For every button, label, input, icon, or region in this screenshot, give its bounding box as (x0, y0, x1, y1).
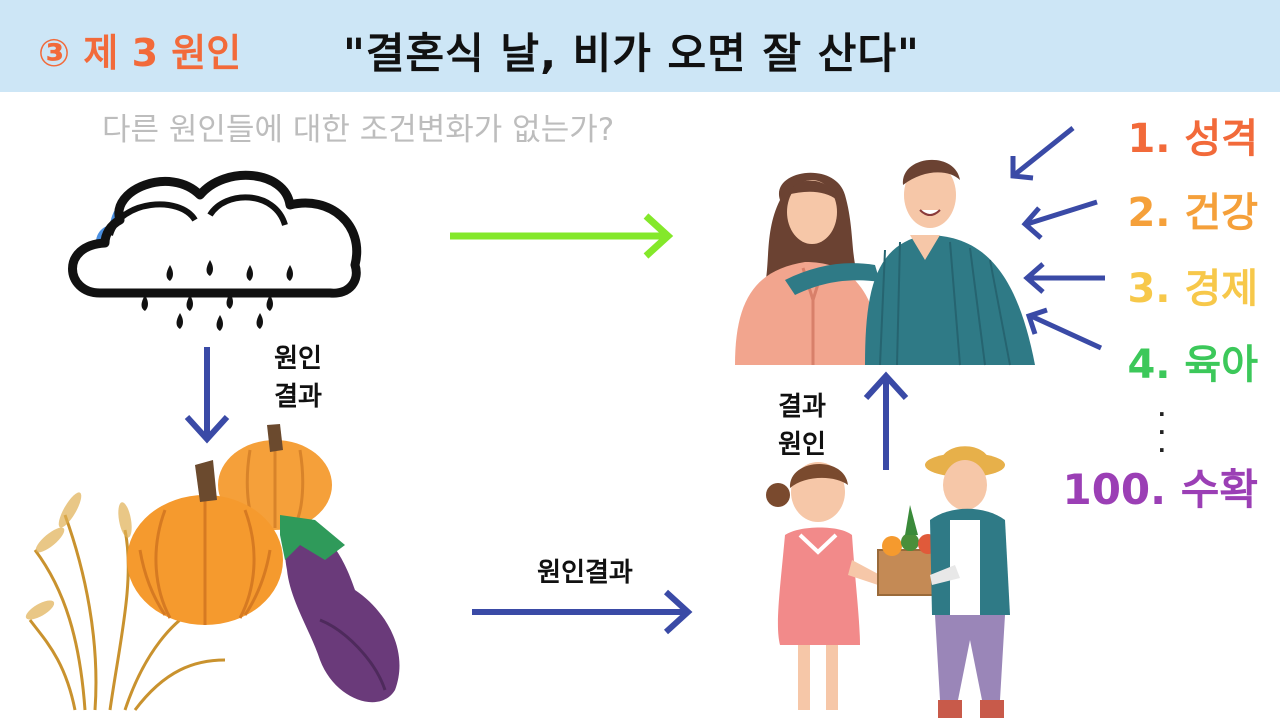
factor-arrows (1010, 126, 1105, 351)
married-couple-illustration (735, 159, 1035, 366)
factor-2: 2. 건강 (1127, 190, 1258, 236)
factor-3: 3. 경제 (1127, 266, 1258, 312)
dot-1: · (1158, 402, 1166, 426)
label-effect-2: 결과 (778, 392, 826, 422)
arrow-factor-2 (1026, 199, 1098, 227)
arrow-factor-1 (1011, 126, 1075, 178)
label-cause: 원인 (274, 344, 322, 374)
blue-arrow-up (863, 371, 909, 470)
farmer-giving-vegetables-illustration (766, 446, 1010, 718)
factor-100: 100. 수확 (1062, 465, 1258, 514)
arrow-factor-4 (1029, 313, 1103, 351)
label-effect: 결과 (274, 382, 322, 412)
subtitle-question: 다른 원인들에 대한 조건변화가 없는가? (102, 112, 615, 148)
blue-arrow-down (184, 347, 230, 444)
harvest-arrow-label: 결과 원인 (762, 388, 842, 464)
page-title: "결혼식 날, 비가 오면 잘 산다" (343, 29, 920, 78)
factor-4: 4. 육아 (1127, 342, 1258, 388)
dot-3: · (1158, 438, 1166, 462)
rain-arrow-label: 원인 결과 (258, 340, 338, 416)
section-number: ③ 제 3 원인 (38, 31, 242, 75)
header-bar: ③ 제 3 원인 "결혼식 날, 비가 오면 잘 산다" (0, 0, 1280, 92)
ellipsis-dots: · · · (1158, 402, 1166, 462)
factor-1: 1. 성격 (1127, 116, 1258, 162)
dot-2: · (1158, 420, 1166, 444)
rain-cloud-illustration (68, 170, 362, 331)
bottom-arrow-label: 원인결과 (537, 558, 633, 588)
blue-arrow-right (472, 589, 693, 635)
harvest-vegetables-illustration (25, 424, 400, 711)
label-cause-2: 원인 (778, 430, 826, 460)
green-arrow-right (450, 213, 674, 259)
